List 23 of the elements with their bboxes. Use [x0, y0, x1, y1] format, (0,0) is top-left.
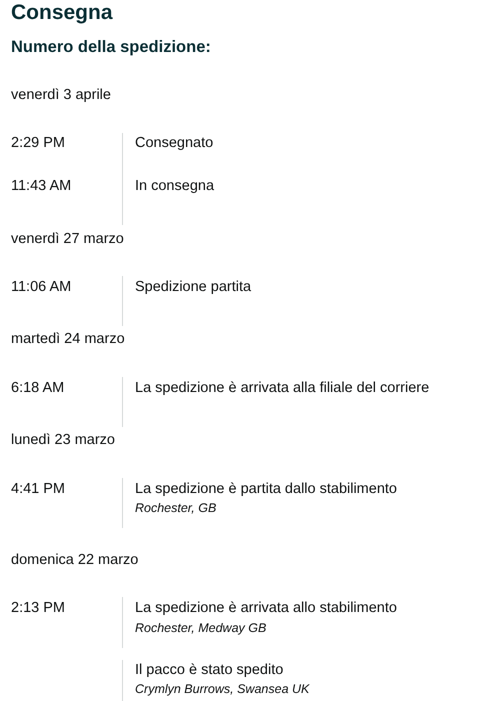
date-heading: martedì 24 marzo: [11, 330, 125, 348]
time-text: 11:06 AM: [11, 278, 72, 296]
status-text: La spedizione è partita dallo stabilimento: [135, 480, 397, 498]
status-text: Il pacco è stato spedito: [135, 661, 284, 679]
location-text: Rochester, GB: [135, 500, 216, 516]
section-heading: Numero della spedizione:: [11, 36, 211, 58]
status-text: La spedizione è arrivata alla filiale del corriere: [135, 379, 430, 397]
time-text: 2:13 PM: [11, 599, 65, 617]
time-text: 11:43 AM: [11, 177, 72, 195]
date-heading: domenica 22 marzo: [11, 551, 138, 569]
location-text: Crymlyn Burrows, Swansea UK: [135, 681, 310, 697]
time-text: 6:18 AM: [11, 379, 64, 397]
status-text: Consegnato: [135, 134, 214, 152]
time-text: 2:29 PM: [11, 134, 65, 152]
date-heading: venerdì 3 aprile: [11, 86, 111, 104]
status-text: La spedizione è arrivata allo stabilimento: [135, 599, 397, 617]
page-title: Consegna: [11, 0, 113, 26]
location-text: Rochester, Medway GB: [135, 620, 266, 636]
status-text: Spedizione partita: [135, 278, 252, 296]
date-heading: lunedì 23 marzo: [11, 431, 115, 449]
status-text: In consegna: [135, 177, 214, 195]
date-heading: venerdì 27 marzo: [11, 230, 124, 248]
time-text: 4:41 PM: [11, 480, 65, 498]
